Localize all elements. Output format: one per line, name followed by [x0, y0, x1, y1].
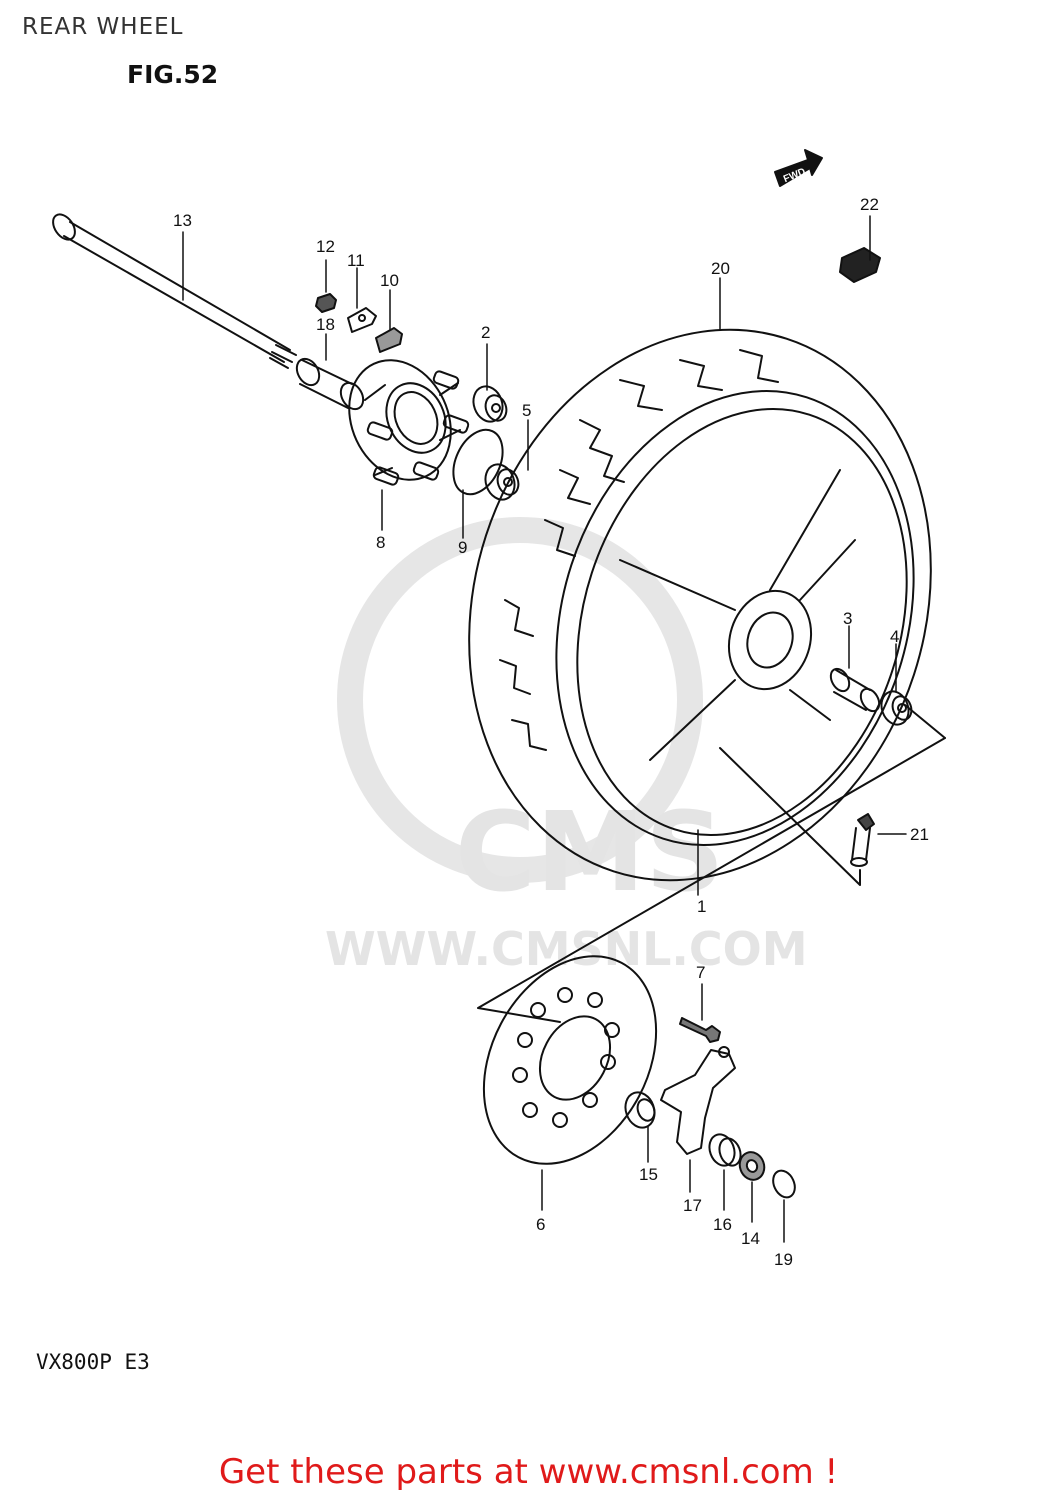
figure-number: FIG.52 — [127, 60, 219, 89]
spacer-16 — [708, 1133, 742, 1167]
leader-lines — [182, 215, 907, 1243]
callout-13: 13 — [173, 211, 192, 230]
bracket-17 — [660, 1046, 736, 1155]
callout-19: 19 — [774, 1250, 793, 1269]
spacer-3 — [829, 667, 881, 713]
bushing-15 — [624, 1091, 656, 1129]
callout-8: 8 — [376, 533, 385, 552]
callout-7: 7 — [696, 963, 705, 982]
watermark-logo: CMS — [455, 788, 724, 916]
forward-direction-marker: FWD — [774, 149, 823, 187]
callout-1: 1 — [697, 897, 706, 916]
order-parts-link-container: Get these parts at www.cmsnl.com ! — [0, 1452, 1057, 1492]
assembly-guide-line — [477, 737, 946, 1023]
bearing-2 — [472, 385, 508, 423]
spacer-18 — [295, 357, 365, 411]
bolt-12 — [315, 293, 337, 313]
callout-9: 9 — [458, 538, 467, 557]
balancer-22 — [839, 247, 881, 283]
bearing-5 — [484, 463, 520, 501]
callout-4: 4 — [890, 627, 899, 646]
callout-6: 6 — [536, 1215, 545, 1234]
callout-21: 21 — [910, 825, 929, 844]
brake-disc-6 — [482, 955, 658, 1165]
cap-19 — [772, 1169, 796, 1199]
callout-10: 10 — [380, 271, 399, 290]
callout-3: 3 — [843, 609, 852, 628]
callout-2: 2 — [481, 323, 490, 342]
bearing-guide-line — [904, 704, 946, 739]
watermark-url: WWW.CMSNL.COM — [325, 922, 808, 976]
bolt-7 — [679, 1017, 721, 1043]
watermark: CMS WWW.CMSNL.COM — [325, 517, 808, 976]
nut-14 — [738, 1151, 766, 1181]
rear-axle — [52, 213, 297, 369]
callout-22: 22 — [860, 195, 879, 214]
callout-5: 5 — [522, 401, 531, 420]
valve-guide-line — [719, 747, 861, 886]
model-code: VX800P E3 — [36, 1350, 150, 1374]
bearing-4 — [880, 690, 913, 726]
plate-10 — [375, 327, 403, 353]
exploded-parts-diagram: CMS WWW.CMSNL.COM FWD — [52, 149, 946, 1269]
callout-11: 11 — [347, 251, 365, 270]
order-parts-link[interactable]: Get these parts at www.cmsnl.com ! — [218, 1452, 839, 1492]
callout-12: 12 — [316, 237, 335, 256]
callout-labels: 1 2 3 4 5 6 7 8 9 10 11 12 13 14 15 16 1… — [173, 195, 929, 1269]
callout-20: 20 — [711, 259, 730, 278]
callout-18: 18 — [316, 315, 335, 334]
callout-16: 16 — [713, 1215, 732, 1234]
valve-21 — [850, 813, 875, 867]
page-title: REAR WHEEL — [22, 14, 184, 40]
clip-11 — [347, 307, 377, 333]
hub-carrier — [348, 359, 470, 486]
callout-15: 15 — [639, 1165, 658, 1184]
rear-wheel-tire — [468, 328, 932, 882]
callout-14: 14 — [741, 1229, 760, 1248]
callout-17: 17 — [683, 1196, 702, 1215]
